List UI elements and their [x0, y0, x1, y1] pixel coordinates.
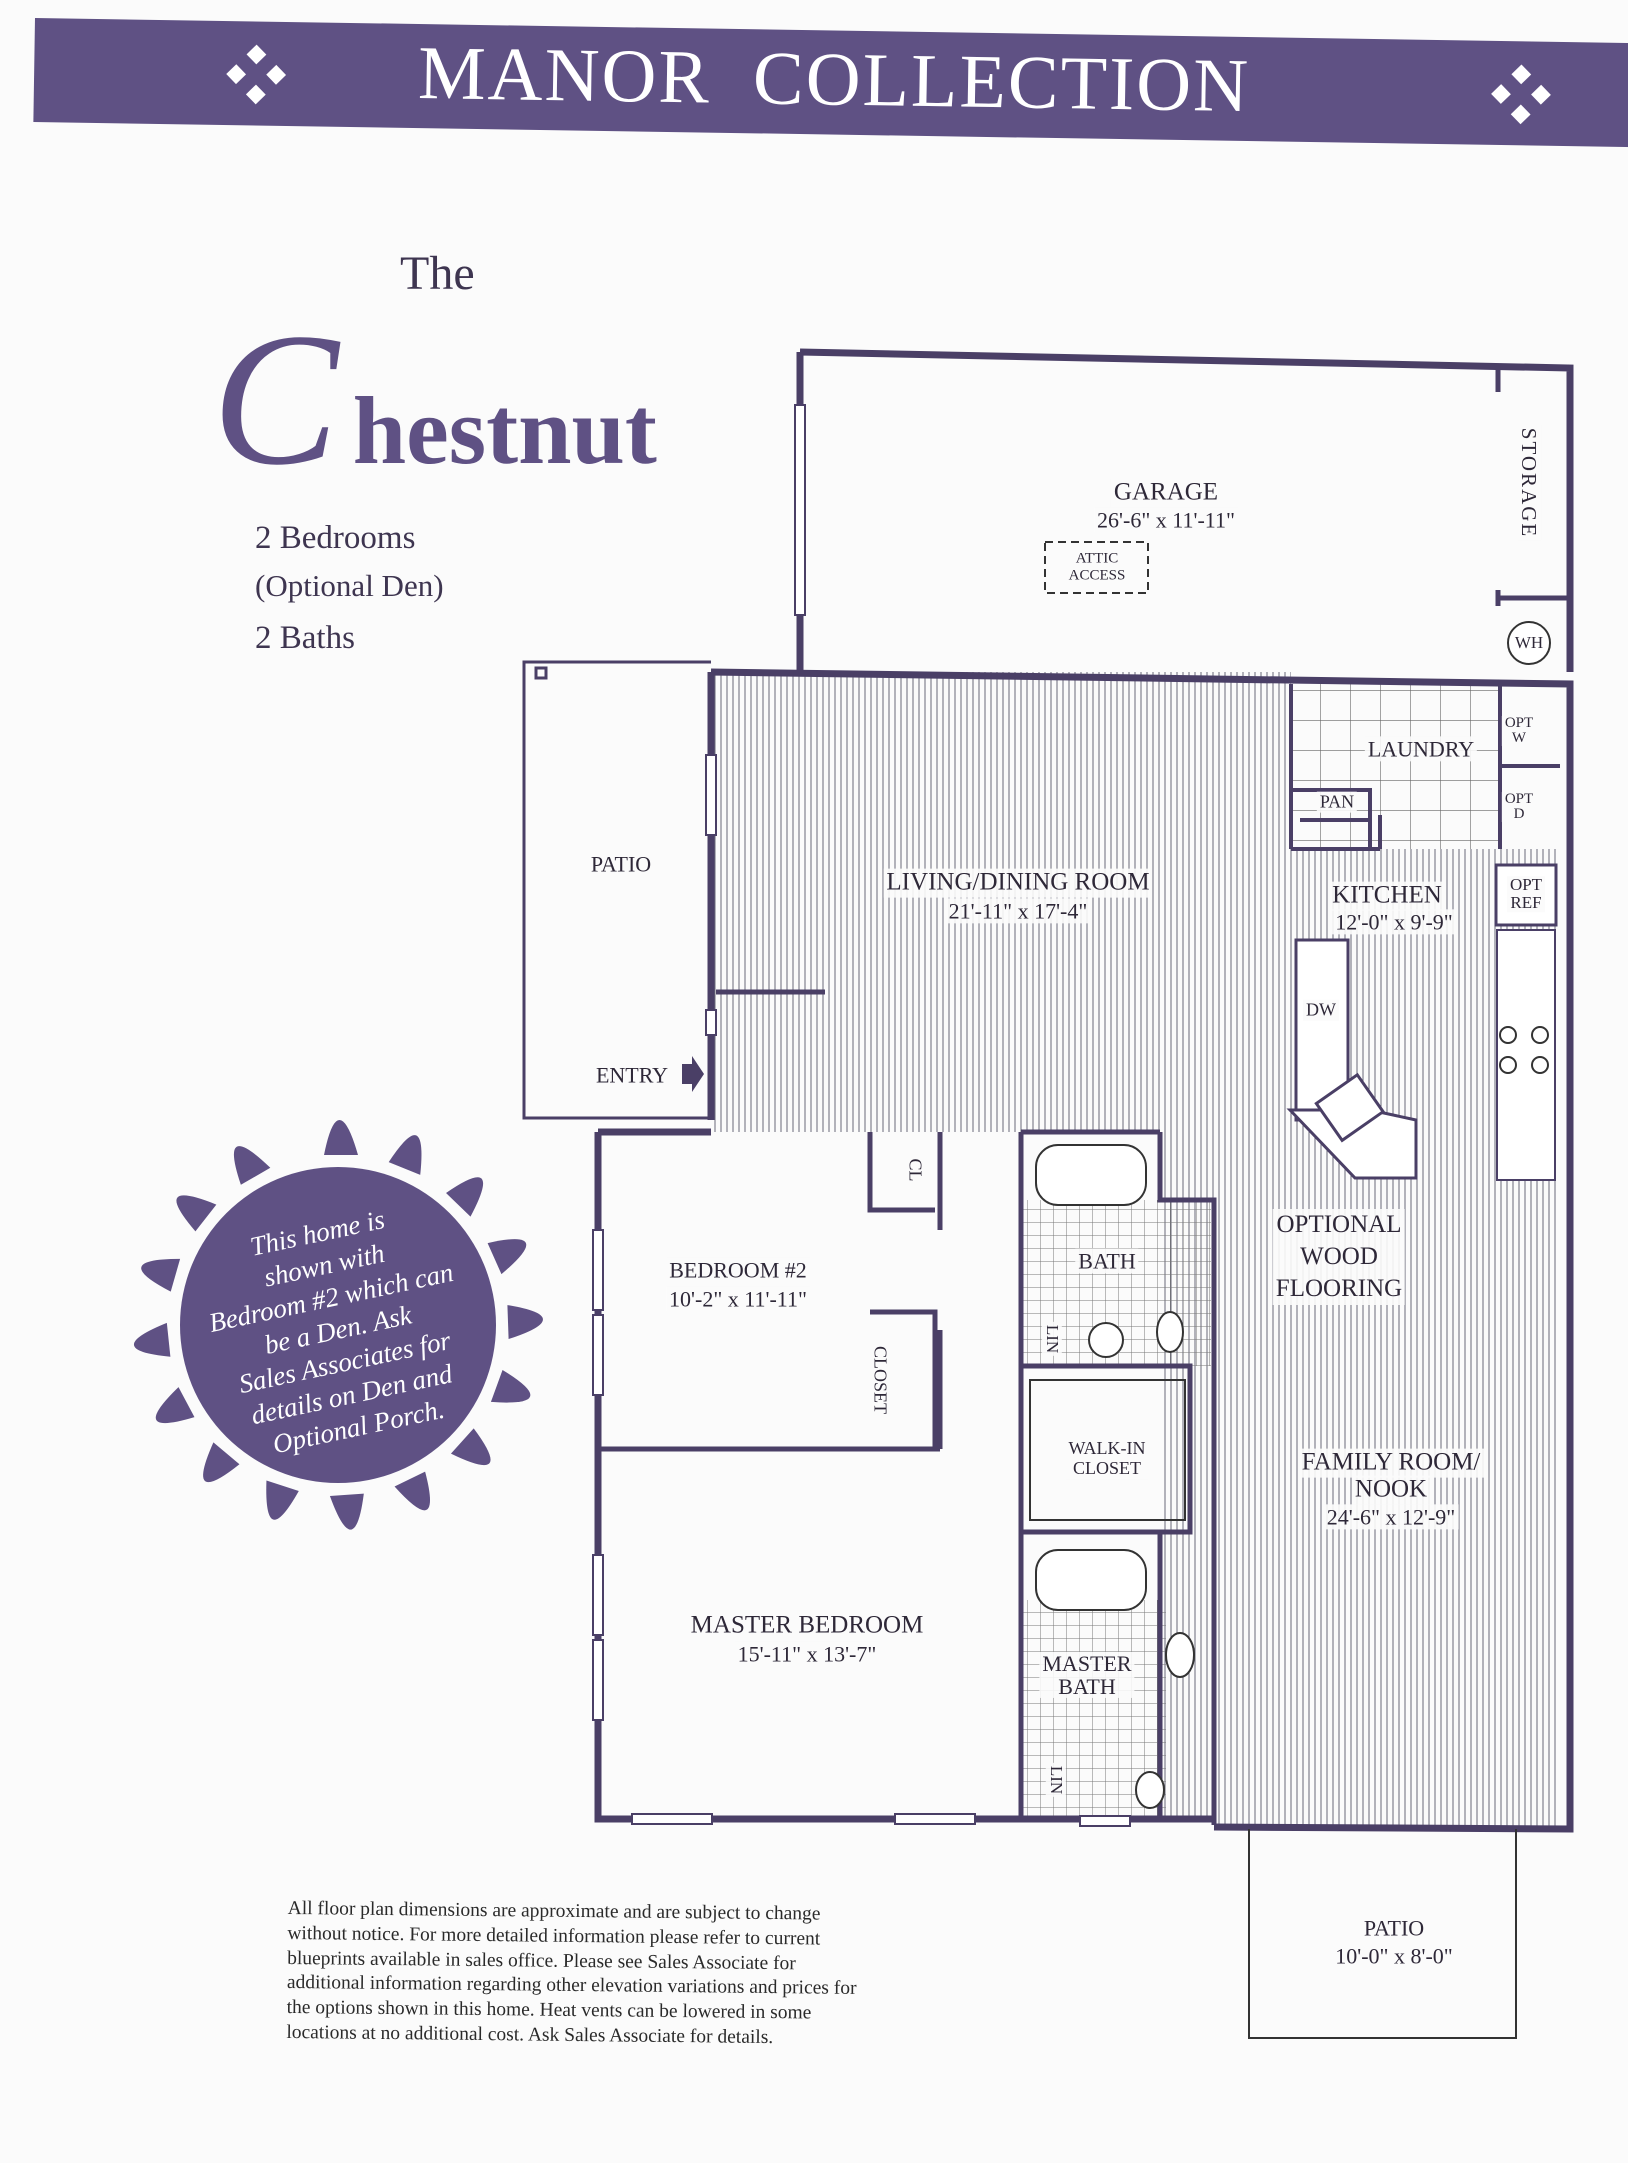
laundry-label: LAUNDRY — [1364, 736, 1478, 762]
bath-label: BATH — [1075, 1248, 1139, 1274]
plan-name-row: C hestnut — [212, 305, 657, 495]
kitchen-dims: 12'-0" x 9'-9" — [1332, 909, 1456, 935]
laundry-floor-tile — [1291, 683, 1499, 849]
spec-bedrooms: 2 Bedrooms — [255, 520, 416, 556]
rear-patio-dims: 10'-0" x 8'-0" — [1335, 1943, 1453, 1969]
living-dining-label: LIVING/DINING ROOM — [883, 868, 1153, 898]
side-patio-label: PATIO — [590, 851, 652, 877]
master-bedroom-label: MASTER BEDROOM — [687, 1611, 927, 1641]
bedroom2-label: BEDROOM #2 — [666, 1257, 810, 1283]
plan-name: hestnut — [352, 377, 657, 484]
water-heater-label: WH — [1514, 633, 1544, 653]
plan-name-initial: C — [212, 295, 339, 505]
master-bedroom-dims: 15'-11" x 13'-7" — [734, 1641, 880, 1667]
closet-cl-label: CL — [904, 1155, 926, 1185]
family-room-label: FAMILY ROOM/ — [1298, 1448, 1484, 1478]
garage-label: GARAGE — [1110, 478, 1222, 508]
nook-label: NOOK — [1351, 1475, 1431, 1505]
dishwasher-label: DW — [1303, 999, 1339, 1021]
spec-optional-den: (Optional Den) — [255, 568, 444, 603]
spec-baths: 2 Baths — [255, 620, 355, 656]
living-dining-dims: 21'-11" x 17'-4" — [945, 898, 1091, 924]
garage-dims: 26'-6" x 11'-11" — [1094, 507, 1238, 533]
bedroom2-closet-label: CLOSET — [869, 1342, 891, 1418]
linen-closet-label: LIN — [1042, 1321, 1062, 1357]
family-room-dims: 24'-6" x 12'-9" — [1323, 1504, 1459, 1530]
entry-arrow-icon — [682, 1056, 704, 1092]
storage-label: STORAGE — [1516, 424, 1542, 542]
kitchen-label: KITCHEN — [1329, 881, 1445, 911]
pantry-label: PAN — [1316, 791, 1358, 813]
rear-patio-label: PATIO — [1363, 1915, 1425, 1941]
entry-label: ENTRY — [595, 1062, 669, 1088]
disclaimer-text: All floor plan dimensions are approximat… — [286, 1897, 857, 2048]
master-linen-label: LIN — [1046, 1762, 1066, 1798]
bedroom2-dims: 10'-2" x 11'-11" — [666, 1286, 810, 1312]
sun-badge-icon — [132, 1120, 544, 1531]
plan-name-prefix: The — [400, 247, 475, 300]
